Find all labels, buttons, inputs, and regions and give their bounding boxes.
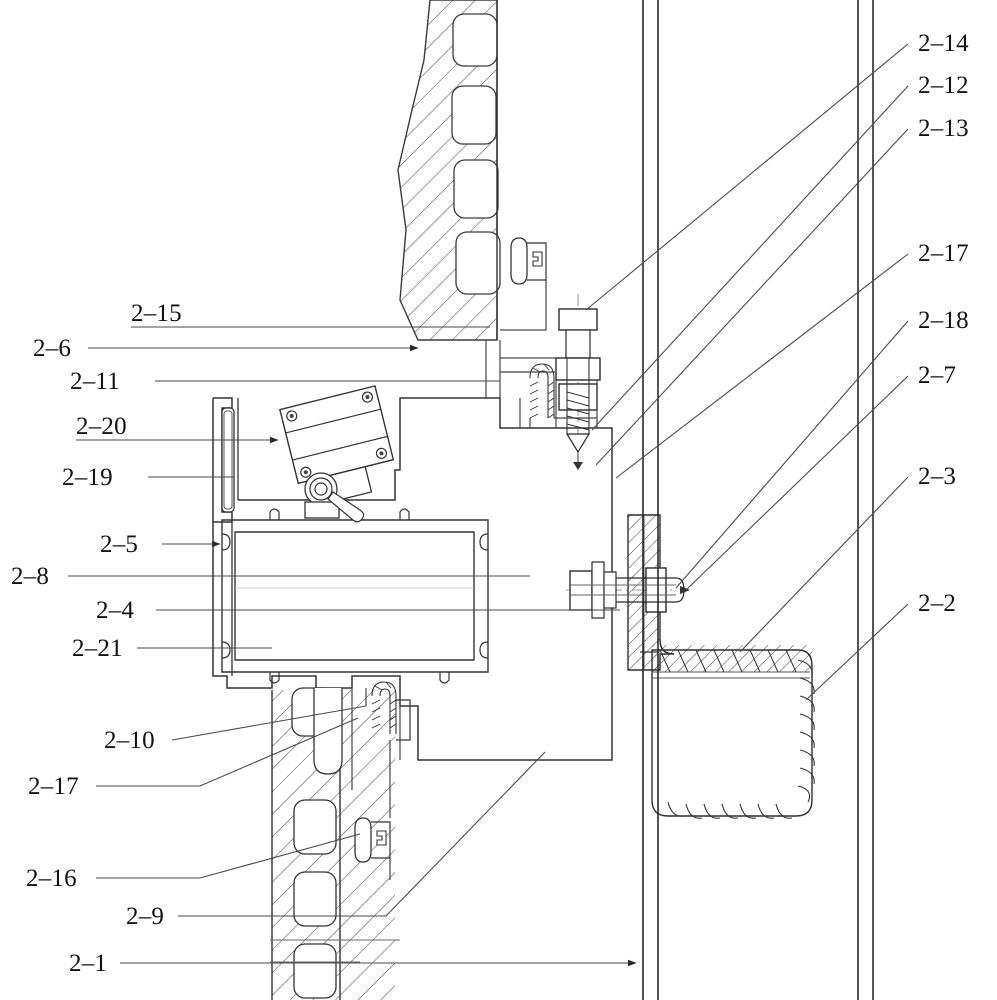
callout-2-6: 2–6 (33, 335, 72, 362)
leader-lines (68, 43, 909, 967)
leader-2-16 (96, 833, 361, 879)
motor-actuator-assembly (279, 385, 395, 503)
callout-2-21: 2–21 (72, 635, 123, 662)
upper-hatched-wall (397, 0, 501, 341)
callout-2-3: 2–3 (918, 463, 957, 490)
lower-hatched-column (270, 687, 400, 1000)
frame-tail-lower (351, 688, 401, 880)
leader-2-12 (591, 85, 909, 431)
leader-2-13 (595, 128, 909, 466)
vertical-bolt-assembly (555, 294, 601, 470)
callout-2-4: 2–4 (96, 597, 135, 624)
callout-2-17-left: 2–17 (28, 773, 79, 800)
leader-2-2 (805, 603, 909, 701)
callout-2-20: 2–20 (76, 413, 127, 440)
callout-2-9: 2–9 (126, 903, 165, 930)
callout-2-14: 2–14 (918, 30, 969, 57)
gasket-block (640, 645, 815, 819)
callout-2-7: 2–7 (918, 362, 957, 389)
leader-2-17 (615, 253, 909, 479)
callout-2-11: 2–11 (70, 368, 120, 395)
lower-key-seal-profile (354, 817, 391, 863)
callout-2-2: 2–2 (918, 590, 957, 617)
glass-pane-lines (642, 0, 874, 1000)
leader-2-10 (171, 705, 367, 741)
callout-2-1: 2–1 (69, 950, 108, 977)
leader-2-7 (685, 375, 909, 591)
leader-2-9 (178, 751, 546, 917)
callout-2-13: 2–13 (918, 115, 969, 142)
coiled-seal-upper (529, 363, 555, 419)
glazing-cavity (221, 508, 489, 684)
leader-2-18 (675, 320, 909, 589)
frame-sub-detail-upper (485, 340, 598, 428)
leader-2-3 (739, 476, 909, 653)
callout-2-15: 2–15 (131, 300, 182, 327)
callout-2-17-right: 2–17 (918, 240, 969, 267)
callout-2-5: 2–5 (100, 531, 139, 558)
leader-2-17b (96, 717, 359, 787)
callout-2-18: 2–18 (918, 307, 969, 334)
callout-2-10: 2–10 (104, 727, 155, 754)
callout-2-12: 2–12 (918, 72, 969, 99)
upper-seal-profile (500, 237, 547, 331)
motor-hub (304, 472, 365, 523)
horizontal-bolt-assembly (566, 561, 692, 619)
callout-2-8: 2–8 (11, 563, 50, 590)
callout-2-16: 2–16 (26, 865, 77, 892)
coiled-seal-lower (371, 681, 411, 741)
callout-2-19: 2–19 (62, 464, 113, 491)
leader-2-14 (585, 43, 909, 311)
